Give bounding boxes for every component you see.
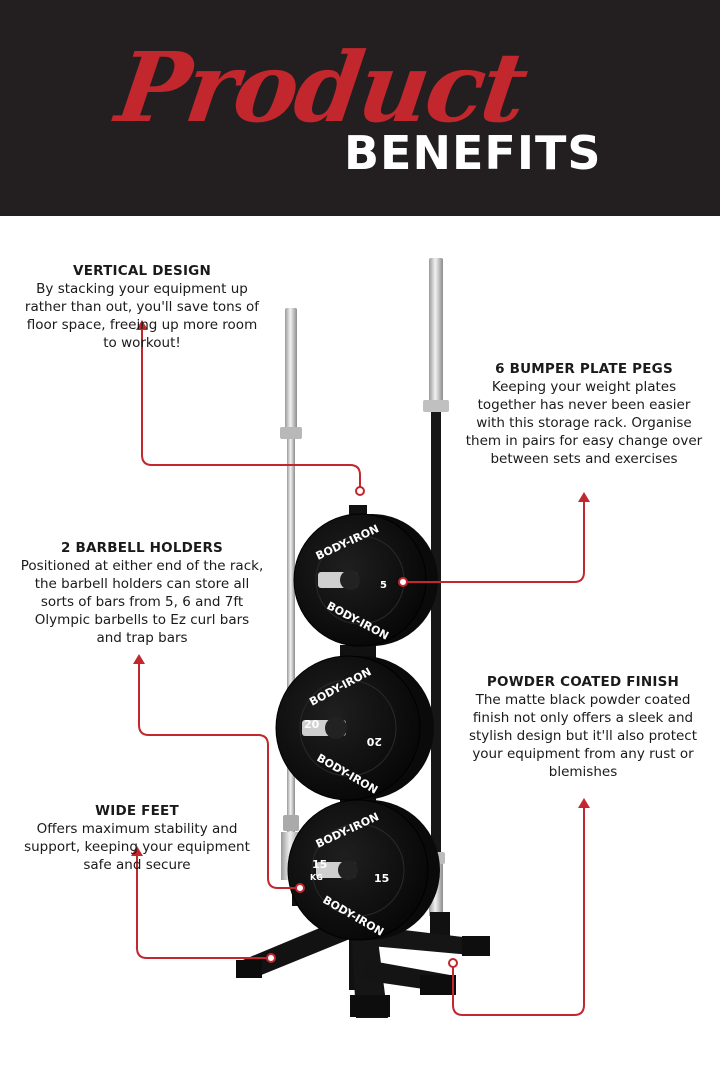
plate-unit-bottom: KG xyxy=(310,873,323,882)
bumper-plate-top: BODY-IRON BODY-IRON 5 xyxy=(293,513,438,647)
dot-icon xyxy=(448,958,458,968)
benefit-text: Positioned at either end of the rack, th… xyxy=(20,558,264,646)
callout-vertical-design xyxy=(141,328,361,488)
benefit-text: Offers maximum stability and support, ke… xyxy=(24,821,250,873)
title-benefits: BENEFITS xyxy=(344,126,602,180)
benefit-barbell-holders: 2 BARBELL HOLDERS Positioned at either e… xyxy=(20,539,264,647)
benefit-title: WIDE FEET xyxy=(95,803,179,819)
callout-dots xyxy=(266,486,458,968)
benefit-title: 6 BUMPER PLATE PEGS xyxy=(495,361,673,377)
bumper-plate-middle: BODY-IRON BODY-IRON 20 20 xyxy=(275,655,434,801)
arrow-icon xyxy=(578,492,590,502)
arrow-icon xyxy=(133,654,145,664)
benefit-title: 2 BARBELL HOLDERS xyxy=(61,540,223,556)
benefit-title: VERTICAL DESIGN xyxy=(73,263,211,279)
benefit-powder-coated-finish: POWDER COATED FINISH The matte black pow… xyxy=(464,673,702,781)
right-barbell xyxy=(423,258,449,916)
dot-icon xyxy=(398,577,408,587)
arrow-icon xyxy=(131,846,143,856)
plate-weight-bottom-right: 15 xyxy=(374,872,389,885)
callout-bumper-pegs xyxy=(405,500,585,583)
header-banner: Product BENEFITS xyxy=(0,0,720,216)
plate-weight-bottom: 15 xyxy=(312,858,327,871)
bumper-plate-bottom: BODY-IRON BODY-IRON 15 KG 15 xyxy=(287,799,440,941)
callout-arrowheads xyxy=(131,320,590,856)
callout-lines xyxy=(136,328,585,1016)
benefit-bumper-plate-pegs: 6 BUMPER PLATE PEGS Keeping your weight … xyxy=(462,360,706,468)
plate-weight-middle: 20 xyxy=(304,718,320,731)
dot-icon xyxy=(266,953,276,963)
callout-wide-feet xyxy=(136,854,269,959)
arrow-icon xyxy=(136,320,148,330)
benefit-wide-feet: WIDE FEET Offers maximum stability and s… xyxy=(20,802,254,874)
dot-icon xyxy=(295,883,305,893)
plate-weight-middle-right: 20 xyxy=(366,735,382,748)
arrow-icon xyxy=(578,798,590,808)
benefit-text: By stacking your equipment up rather tha… xyxy=(24,281,260,351)
benefit-vertical-design: VERTICAL DESIGN By stacking your equipme… xyxy=(20,262,264,352)
dot-icon xyxy=(355,486,365,496)
callout-barbell-holders xyxy=(138,662,298,889)
plate-weight-top: 5 xyxy=(380,580,387,591)
benefit-title: POWDER COATED FINISH xyxy=(486,674,680,690)
callout-powder-coat xyxy=(452,806,585,1016)
benefit-text: Keeping your weight plates together has … xyxy=(465,379,703,467)
benefit-text: The matte black powder coated finish not… xyxy=(468,692,698,780)
